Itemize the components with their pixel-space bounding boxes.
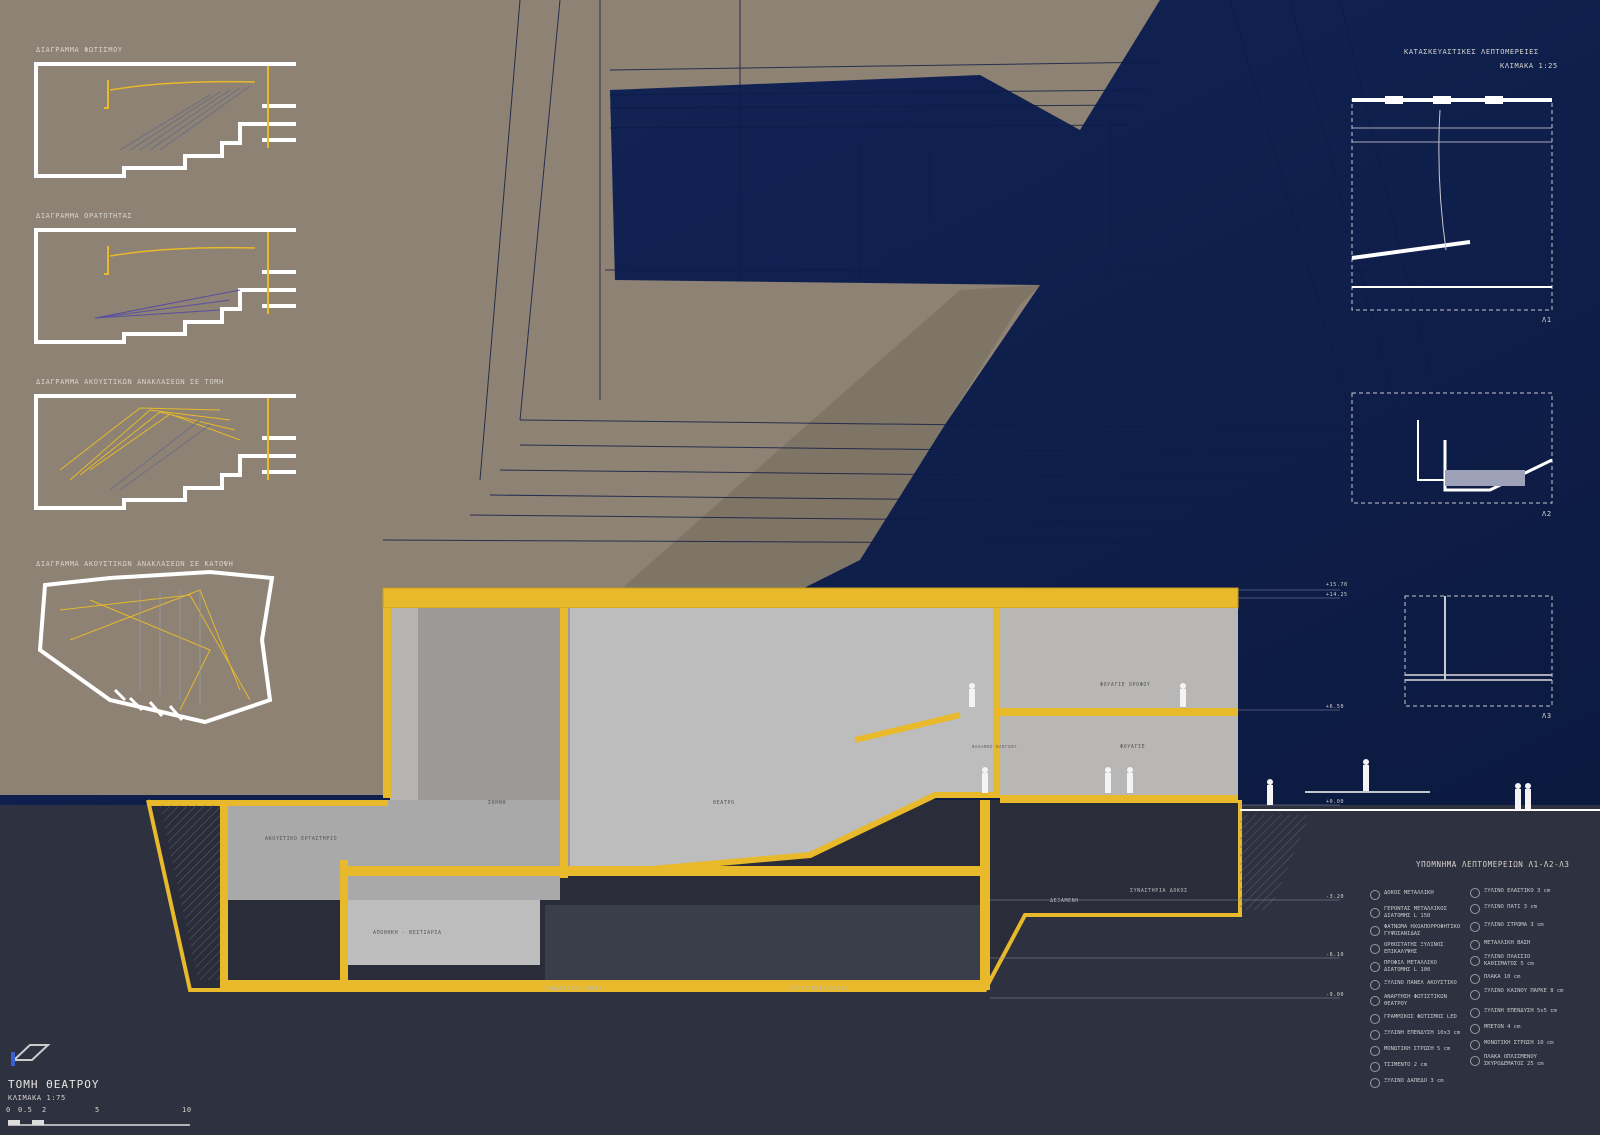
legend-marker (1370, 1030, 1380, 1040)
lighting-diagram-title: ΔΙΑΓΡΑΜΜΑ ΦΩΤΙΣΜΟΥ (36, 46, 123, 54)
legend-marker (1470, 904, 1480, 914)
legend-marker (1370, 926, 1380, 936)
concrete-perspective (383, 0, 1160, 590)
legend-marker (1370, 890, 1380, 900)
acoustic-plan-diagram (37, 569, 275, 725)
legend-marker (1470, 990, 1480, 1000)
legend-item: ΑΝΑΡΤΗΣΗ ΦΩΤΙΣΤΙΚΩΝ ΘΕΑΤΡΟΥ (1384, 994, 1447, 1007)
legend-item: ΜΟΝΩΤΙΚΗ ΣΤΡΩΣΗ 5 cm (1384, 1046, 1451, 1052)
visibility-diagram (34, 228, 296, 344)
room-label-acoustic-lab: ΑΚΟΥΣΤΙΚΟ ΕΡΓΑΣΤΗΡΙΟ (265, 836, 338, 842)
visibility-diagram-title: ΔΙΑΓΡΑΜΜΑ ΟΡΑΤΟΤΗΤΑΣ (36, 212, 133, 220)
room-label-foyer: ΦΟΥΑΓΙΕ (1120, 744, 1146, 750)
legend-item: ΜΠΕΤΟΝ 4 cm (1484, 1024, 1521, 1030)
legend-item: ΔΟΚΟΣ ΜΕΤΑΛΛΙΚΗ (1384, 890, 1434, 896)
legend-item: ΞΥΛΙΝΟ ΠΛΑΙΣΙΟ ΚΑΘΙΣΜΑΤΟΣ 5 cm (1484, 954, 1534, 967)
legend-marker (1370, 944, 1380, 954)
legend-marker (1470, 922, 1480, 932)
page-title: ΤΟΜΗ ΘΕΑΤΡΟΥ (8, 1078, 100, 1091)
detail-a1-frame (1351, 96, 1553, 311)
scale-bar (8, 1120, 190, 1126)
room-label-cistern-2: ΣΥΝΑΣΤΗΡΙΑ ΔΟΚΟΣ (545, 986, 603, 992)
room-label-foyer-upper: ΦΟΥΑΓΙΕ ΟΡΟΦΟΥ (1100, 682, 1151, 688)
legend-item: ΞΥΛΙΝΗ ΕΠΕΝΔΥΣΗ 10x3 cm (1384, 1030, 1461, 1036)
legend-marker (1370, 996, 1380, 1006)
legend-marker (1470, 1024, 1480, 1034)
legend-item: ΤΣΙΜΕΝΤΟ 2 cm (1384, 1062, 1428, 1068)
acoustic-section-diagram-title: ΔΙΑΓΡΑΜΜΑ ΑΚΟΥΣΤΙΚΩΝ ΑΝΑΚΛΑΣΕΩΝ ΣΕ ΤΟΜΗ (36, 378, 224, 386)
legend-item: ΞΥΛΙΝΟ ΚΑΙΝΟΥ ΠΑΡΚΕ 8 cm (1484, 988, 1564, 994)
legend-item: ΞΥΛΙΝΟ ΔΑΠΕΔΟ 3 cm (1384, 1078, 1444, 1084)
room-label-stage: ΣΚΗΝΗ (488, 800, 507, 806)
legend-marker (1470, 956, 1480, 966)
legend-marker (1470, 1040, 1480, 1050)
legend-marker (1370, 1062, 1380, 1072)
legend-item: ΦΑΤΝΩΜΑ ΗΧΟΑΠΟΡΡΟΦΗΤΙΚΟ ΓΥΨΟΣΑΝΙΔΑΣ (1384, 924, 1461, 937)
legend-item: ΓΕΡΟΝΤΑΣ ΜΕΤΑΛΛΙΚΟΣ ΔΙΑΤΟΜΗΣ L 150 (1384, 906, 1447, 919)
theater-section (146, 587, 1600, 999)
level-mark: -6.10 (1326, 952, 1345, 958)
level-mark: -9.00 (1326, 992, 1345, 998)
legend-item: ΠΡΟΦΙΛ ΜΕΤΑΛΛΙΚΟ ΔΙΑΤΟΜΗΣ L 100 (1384, 960, 1437, 973)
legend-item: ΓΡΑΜΜΙΚΟΣ ΦΩΤΙΣΜΟΣ LED (1384, 1014, 1457, 1020)
level-mark: +14.25 (1326, 592, 1348, 598)
legend-marker (1470, 888, 1480, 898)
details-scale: ΚΛΙΜΑΚΑ 1:25 (1500, 62, 1558, 70)
room-label-hall: ΘΕΑΤΡΟ (713, 800, 735, 806)
legend-item: ΞΥΛΙΝΟ ΣΤΡΩΜΑ 3 cm (1484, 922, 1544, 928)
legend-item: ΜΕΤΑΛΛΙΚΗ ΒΑΣΗ (1484, 940, 1531, 946)
legend-item: ΞΥΛΙΝΟ ΠΑΤΙ 3 cm (1484, 904, 1537, 910)
detail-a1-label: Λ1 (1542, 316, 1552, 324)
scale-bar-label: 0 (6, 1106, 11, 1114)
lighting-diagram (34, 62, 296, 178)
room-label-control: ΘΑΛΑΜΟΣ ΕΛΕΓΧΟΥ (972, 744, 1018, 749)
legend-marker (1370, 1046, 1380, 1056)
legend-marker (1370, 980, 1380, 990)
room-label-storage: ΑΠΟΘΗΚΗ - ΒΕΣΤΙΑΡΙΑ (373, 930, 442, 936)
level-mark: +15.70 (1326, 582, 1348, 588)
legend-item: ΜΟΝΩΤΙΚΗ ΣΤΡΩΣΗ 10 cm (1484, 1040, 1554, 1046)
page-scale: ΚΛΙΜΑΚΑ 1:75 (8, 1094, 66, 1102)
room-label-cistern-4: ΣΥΝΑΣΤΗΡΙΑ ΔΟΚΟΣ (1130, 888, 1188, 894)
detail-a3-label: Λ3 (1542, 712, 1552, 720)
detail-a2-label: Λ2 (1542, 510, 1552, 518)
level-mark: +0.00 (1326, 799, 1345, 805)
legend-item: ΠΛΑΚΑ ΟΠΛΙΣΜΕΝΟΥ ΣΚΥΡΟΔΕΜΑΤΟΣ 25 cm (1484, 1054, 1544, 1067)
details-title: ΚΑΤΑΣΚΕΥΑΣΤΙΚΕΣ ΛΕΠΤΟΜΕΡΕΙΕΣ (1404, 48, 1539, 56)
stair-shadow (620, 285, 1040, 590)
legend-marker (1370, 1014, 1380, 1024)
legend-marker (1470, 940, 1480, 950)
legend-marker (1470, 1008, 1480, 1018)
legend-marker (1370, 908, 1380, 918)
room-label-cistern-3: ΣΥΝΑΣΤΗΡΙΑ ΔΟΚΟΣ (790, 986, 848, 992)
section-key-icon (11, 1044, 51, 1066)
scale-bar-label: 10 (182, 1106, 192, 1114)
human-figures (969, 683, 1531, 809)
legend-item: ΞΥΛΙΝΟ ΕΛΑΣΤΙΚΟ 3 cm (1484, 888, 1551, 894)
legend-marker (1370, 962, 1380, 972)
legend-marker (1470, 974, 1480, 984)
scale-bar-label: 2 (42, 1106, 47, 1114)
legend-marker (1470, 1056, 1480, 1066)
level-mark: -3.20 (1326, 894, 1345, 900)
acoustic-plan-diagram-title: ΔΙΑΓΡΑΜΜΑ ΑΚΟΥΣΤΙΚΩΝ ΑΝΑΚΛΑΣΕΩΝ ΣΕ ΚΑΤΟΨ… (36, 560, 234, 568)
detail-a3-frame (1404, 595, 1553, 707)
perspective-sketch (382, 0, 1481, 581)
legend-title: ΥΠΟΜΝΗΜΑ ΛΕΠΤΟΜΕΡΕΙΩΝ Λ1-Λ2-Λ3 (1416, 860, 1570, 869)
legend-item: ΞΥΛΙΝΟ ΠΑΝΕΛ ΑΚΟΥΣΤΙΚΟ (1384, 980, 1457, 986)
acoustic-section-diagram (34, 394, 296, 510)
scale-bar-label: 0.5 (18, 1106, 33, 1114)
legend-item: ΟΡΘΟΣΤΑΤΗΣ ΞΥΛΙΝΟΣ ΕΠΙΚΑΛΥΨΗΣ (1384, 942, 1444, 955)
level-mark: +6.50 (1326, 704, 1345, 710)
room-label-cistern-1: ΔΕΞΑΜΕΝΗ (1050, 898, 1079, 904)
detail-a2-frame (1351, 392, 1553, 504)
legend-marker (1370, 1078, 1380, 1088)
legend-item: ΞΥΛΙΝΗ ΕΠΕΝΔΥΣΗ 5x5 cm (1484, 1008, 1557, 1014)
legend-item: ΠΛΑΚΑ 10 cm (1484, 974, 1521, 980)
scale-bar-label: 5 (95, 1106, 100, 1114)
